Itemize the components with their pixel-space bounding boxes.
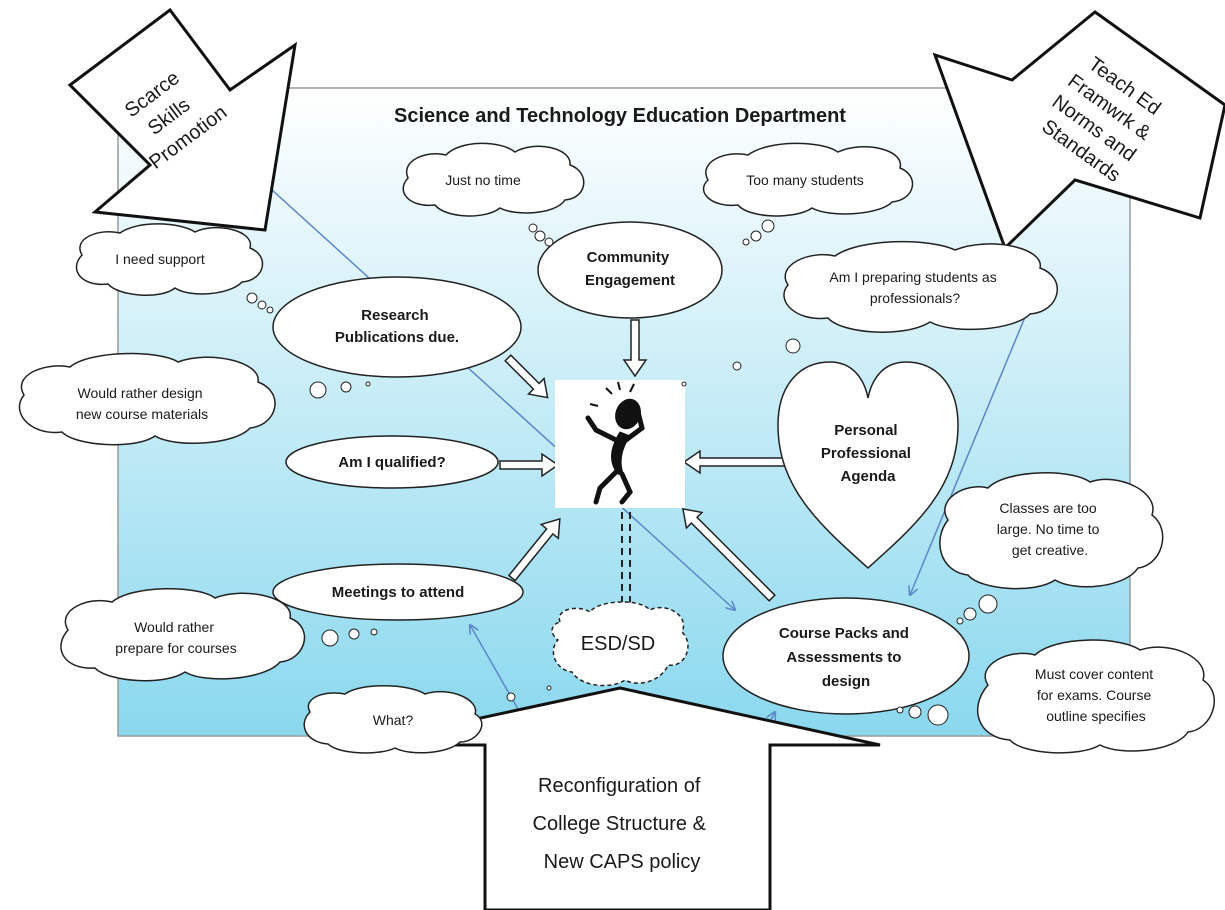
thought-no-time: Just no time bbox=[402, 142, 585, 247]
thought-support: I need support bbox=[75, 223, 274, 314]
svg-text:Community Engagement: Community Engagement bbox=[585, 249, 675, 289]
thought-design: Would rather design new course materials bbox=[18, 352, 371, 446]
svg-text:Must cover content for e: Must cover content for exams. Course out… bbox=[1035, 666, 1157, 724]
thought-support-text: I need support bbox=[115, 251, 205, 267]
node-esd: ESD/SD bbox=[551, 512, 689, 687]
thought-classes-line-2: large. No time to bbox=[997, 521, 1100, 537]
thought-classes-line-3: get creative. bbox=[1012, 542, 1088, 558]
thought-design-line-1: Would rather design bbox=[78, 385, 203, 401]
thought-prepare: Would rather prepare for courses bbox=[60, 587, 378, 682]
node-meetings: Meetings to attend bbox=[272, 563, 524, 621]
node-agenda-line-3: Agenda bbox=[840, 468, 896, 485]
thought-what-text: What? bbox=[373, 712, 414, 728]
pressure-arrow-top-right: Teach Ed Framwrk & Norms and Standards bbox=[932, 10, 1225, 251]
svg-text:Research Publications du: Research Publications due. bbox=[335, 307, 459, 346]
diagram-title: Science and Technology Education Departm… bbox=[394, 105, 846, 127]
svg-text:Course Packs and Assessm: Course Packs and Assessments to design bbox=[779, 625, 913, 690]
hollow-arrows bbox=[499, 319, 786, 602]
node-meetings-label: Meetings to attend bbox=[332, 584, 465, 601]
node-agenda-line-2: Professional bbox=[821, 445, 911, 462]
thought-no-time-text: Just no time bbox=[445, 172, 521, 188]
pressure-bottom-line-3: New CAPS policy bbox=[544, 851, 701, 873]
center-figure bbox=[555, 380, 685, 508]
pressure-bottom-line-1: Reconfiguration of bbox=[538, 775, 701, 797]
svg-text:Would rather prepare for: Would rather prepare for courses bbox=[115, 619, 236, 656]
thought-prepare-line-1: Would rather bbox=[134, 619, 214, 635]
thought-classes: Classes are too large. No time to get cr… bbox=[939, 472, 1164, 625]
node-course-packs-line-3: design bbox=[822, 673, 870, 690]
pressure-arrow-bottom: Reconfiguration of College Structure & N… bbox=[354, 686, 881, 910]
svg-text:Personal Professional: Personal Professional Agenda bbox=[821, 422, 915, 485]
node-agenda-line-1: Personal bbox=[834, 422, 897, 439]
node-research-line-1: Research bbox=[361, 307, 429, 324]
arrow-from-course-packs bbox=[681, 507, 776, 602]
thought-preparing: Am I preparing students as professionals… bbox=[681, 240, 1058, 387]
thought-preparing-line-1: Am I preparing students as bbox=[829, 269, 996, 285]
thought-prepare-line-2: prepare for courses bbox=[115, 640, 236, 656]
svg-text:Classes are too large. N: Classes are too large. No time to get cr… bbox=[997, 500, 1104, 558]
svg-text:Am I preparing students as: Am I preparing students as professionals… bbox=[829, 269, 1000, 306]
node-community-line-1: Community bbox=[587, 249, 670, 266]
thought-too-many: Too many students bbox=[702, 142, 914, 246]
svg-text:Reconfiguration of Colle: Reconfiguration of College Structure & N… bbox=[533, 775, 712, 873]
node-agenda-heart: Personal Professional Agenda bbox=[777, 361, 959, 570]
thought-cover-line-1: Must cover content bbox=[1035, 666, 1153, 682]
thought-what: What? bbox=[303, 685, 552, 754]
node-research: Research Publications due. bbox=[272, 276, 522, 378]
node-esd-label: ESD/SD bbox=[581, 633, 655, 655]
arrow-from-community bbox=[622, 319, 648, 378]
node-course-packs-line-1: Course Packs and bbox=[779, 625, 909, 642]
connector-scarce-skills bbox=[249, 169, 735, 610]
svg-text:Would rather design new: Would rather design new course materials bbox=[76, 385, 208, 422]
thought-cover-line-2: for exams. Course bbox=[1037, 687, 1152, 703]
thought-cover-line-3: outline specifies bbox=[1046, 708, 1146, 724]
arrow-from-agenda bbox=[682, 449, 786, 475]
thought-cover: Must cover content for exams. Course out… bbox=[896, 639, 1215, 754]
arrow-from-meetings bbox=[507, 517, 561, 582]
pressure-arrow-top-left: Scarce Skills Promotion bbox=[67, 7, 298, 232]
pressure-bottom-line-2: College Structure & bbox=[533, 813, 707, 835]
thought-preparing-line-2: professionals? bbox=[870, 290, 960, 306]
node-research-line-2: Publications due. bbox=[335, 329, 459, 346]
node-course-packs-line-2: Assessments to bbox=[786, 649, 901, 666]
node-community: Community Engagement bbox=[537, 221, 723, 319]
stressed-stick-figure-icon bbox=[585, 381, 645, 505]
node-qualified-label: Am I qualified? bbox=[338, 454, 446, 471]
arrow-from-qualified bbox=[499, 452, 560, 478]
thought-classes-line-1: Classes are too bbox=[999, 500, 1096, 516]
node-qualified: Am I qualified? bbox=[285, 435, 499, 489]
node-community-line-2: Engagement bbox=[585, 272, 675, 289]
thought-too-many-text: Too many students bbox=[746, 172, 864, 188]
thought-design-line-2: new course materials bbox=[76, 406, 208, 422]
connector-teach-ed bbox=[910, 304, 1031, 595]
node-course-packs: Course Packs and Assessments to design bbox=[722, 597, 970, 715]
arrow-from-research bbox=[504, 354, 549, 399]
